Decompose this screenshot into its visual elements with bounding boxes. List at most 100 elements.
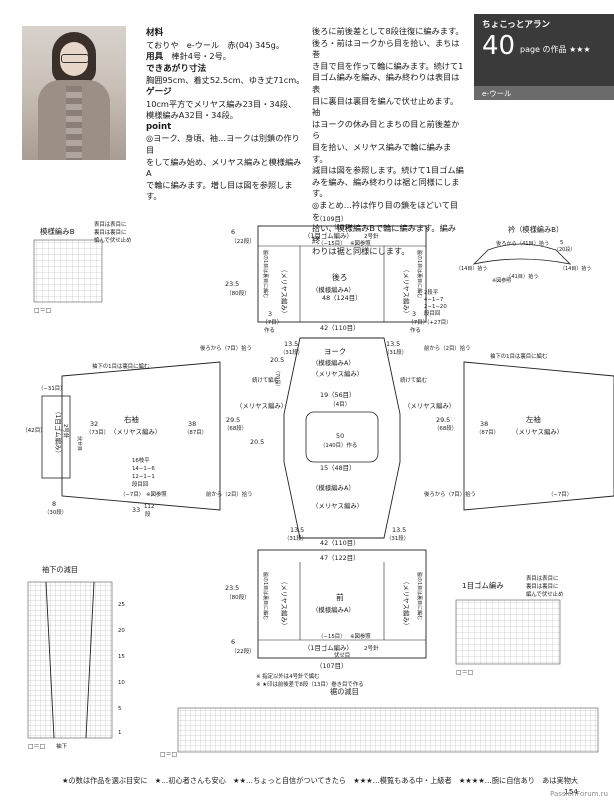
left-sleeve-pick-back: 後ろから（7目）拾う: [424, 490, 476, 498]
front-body: 42（110目）: [320, 539, 360, 547]
increase-3: 2−1−20: [424, 304, 447, 310]
right-sleeve-total: 33: [132, 506, 140, 514]
back-side-note-right: 脇の1目は裏目に編む: [416, 250, 423, 298]
dec-grid: [27, 581, 113, 739]
yoke-h-rows-right-bottom: （31段）: [386, 534, 409, 542]
collar-height-rows: （20段）: [554, 246, 575, 253]
front-rib-needle: 2号針: [364, 644, 379, 652]
increase-5: （+27目）: [424, 319, 452, 326]
yoke-stockinette: （メリヤス編み）: [312, 369, 363, 378]
footer-legend: ★の数は作品を選ぶ目安に ★…初心者さんも安心 ★★…ちょっと自信がついてきたら…: [62, 776, 579, 785]
chart-b-legend: □＝□: [34, 307, 51, 314]
chart-b-note-1: 表目は表目に: [94, 220, 126, 228]
right-cuff-bind: 伏せ目: [76, 436, 83, 451]
front-side-note-left: 脇の1目は裏目に編む: [262, 572, 269, 620]
gauge-heading: ゲージ: [146, 86, 172, 97]
rib-chart-legend: □＝□: [456, 669, 473, 676]
yoke-h-right: 13.5: [386, 340, 400, 348]
yoke-side-h: 20.5: [270, 356, 284, 364]
left-sleeve-top-st: （87目）: [476, 429, 499, 436]
front-pattern: （模様編みA）: [312, 605, 355, 614]
back-rib-height: 6: [231, 228, 235, 236]
back-panel: [257, 225, 427, 323]
back-body: 42（110目）: [320, 324, 360, 332]
front-rib-rows: （22段）: [231, 647, 255, 655]
right-sleeve-dec2: 14−1−6: [132, 466, 155, 472]
gusset-cm-left: 3: [268, 310, 272, 318]
left-sleeve-underarm: 袖下の1目は裏目に編む: [490, 352, 547, 360]
left-sleeve-len-rows: （68段）: [434, 424, 457, 432]
hem-title: 裾の減目: [330, 687, 359, 696]
increase-4: 段目回: [424, 309, 440, 317]
rib-chart-note-2: 裏目は裏目に: [526, 582, 558, 590]
left-sleeve-minus7: （−7目）: [548, 491, 572, 498]
hem-grid: [177, 707, 599, 753]
yoke-side-h-lower: 20.5: [250, 438, 264, 446]
right-sleeve-len: 29.5: [226, 416, 240, 424]
right-sleeve-title: 右袖: [124, 415, 139, 424]
right-sleeve-underarm: 袖下の1目は裏目に編む: [92, 362, 149, 370]
yoke-outline: [283, 337, 401, 539]
back-height-rows: （80段）: [226, 289, 250, 297]
collar-side-left: （14目）拾う: [456, 265, 487, 272]
back-pattern: （模様編みA）: [312, 285, 355, 294]
left-sleeve-top: 38: [480, 420, 488, 428]
yoke-pattern: （模様編みA）: [312, 358, 355, 367]
yoke-neck: 50: [336, 432, 344, 440]
collar-shape: [472, 243, 572, 265]
work-number: 40: [482, 31, 516, 61]
neck-opening: [305, 411, 379, 463]
yoke-title: ヨーク: [324, 347, 346, 356]
chart-b-grid: [33, 239, 103, 303]
gusset-st-right: （7目）: [408, 319, 428, 326]
dec-title: 袖下の減目: [42, 565, 78, 574]
dec-row-10: 10: [118, 680, 125, 686]
hem-legend: □＝□: [160, 751, 177, 758]
materials-heading: 材料: [146, 28, 164, 38]
tools-text: 棒針4号・2号。: [171, 51, 231, 62]
collar-ref: ※図参照: [492, 277, 511, 284]
yoke-h-left-bottom: 13.5: [290, 526, 304, 534]
right-cuff: [41, 395, 71, 479]
gusset-note-right: 作る: [410, 326, 421, 334]
size-heading: できあがり寸法: [146, 63, 207, 74]
collar-side-right: （14目）拾う: [560, 265, 591, 272]
dec-row-5: 5: [118, 706, 121, 712]
front-stockinette-left: （メリヤス編み）: [280, 578, 289, 629]
gauge-text-1: 10cm平方でメリヤス編み23目・34段、: [146, 98, 297, 109]
chart-b-note-2: 裏目は裏目に: [94, 228, 126, 236]
materials-text: ておりや e-ウール 赤(04) 345g。: [146, 39, 285, 50]
yoke-bottom: 15（48目）: [320, 464, 355, 472]
left-sleeve-pick-front: 前から（2目）拾う: [424, 344, 471, 352]
gauge-text-2: 模様編みA32目・34段。: [146, 110, 238, 121]
right-sleeve-pick-front: 前から（2目）拾う: [206, 490, 253, 498]
instruction-line: 拾い、模様編みBで輪に編みます。編み終: [312, 223, 456, 245]
left-sleeve-len: 29.5: [436, 416, 450, 424]
yoke-h-rows-left-bottom: （31段）: [284, 534, 307, 542]
instruction-line: 後ろに前後差として8段往復に編みます。: [312, 26, 464, 36]
back-width: （109目）: [316, 215, 347, 223]
right-sleeve-bottom-st: （73目）: [86, 429, 109, 436]
point-text-1: ◎ヨーク、身頃、袖…ヨークは別鎖の作り目: [146, 133, 300, 155]
back-rib-needle: 2号針: [364, 232, 379, 240]
right-sleeve-top: 38: [188, 420, 196, 428]
right-cuff-needle: 2号針: [62, 424, 70, 439]
yoke-mid: （4目）: [330, 401, 350, 408]
rib-chart-note-1: 表目は表目に: [526, 574, 558, 582]
yoke-h-rows-right: （31段）: [384, 348, 407, 356]
dec-row-20: 20: [118, 628, 125, 634]
header-bar: ちょこっとアラン 40 page の作品 ★★★: [474, 14, 614, 86]
instruction-line: き目で目を作って輪に編みます。続けて1: [312, 60, 464, 71]
back-stockinette-right: （メリヤス編み）: [402, 266, 411, 317]
watermark: PassionForum.ru: [550, 790, 608, 798]
instruction-line: ◎まとめ…衿は作り目の鎖をほどいて目を: [312, 199, 459, 222]
right-sleeve-outline: [61, 361, 221, 511]
chart-b-note-3: 編んで伏せ止め: [94, 236, 131, 244]
rib-chart-grid: [455, 599, 561, 665]
tools-heading: 用具: [146, 52, 164, 63]
right-sleeve-minus7: （−7目）: [120, 491, 144, 498]
instruction-line: 目に裏目は裏目を編んで伏せ止めます。袖: [312, 95, 459, 118]
collar-height: 5: [560, 240, 563, 246]
back-bind: 伏せ目: [334, 223, 350, 231]
gusset-cm-right: 3: [412, 310, 416, 318]
